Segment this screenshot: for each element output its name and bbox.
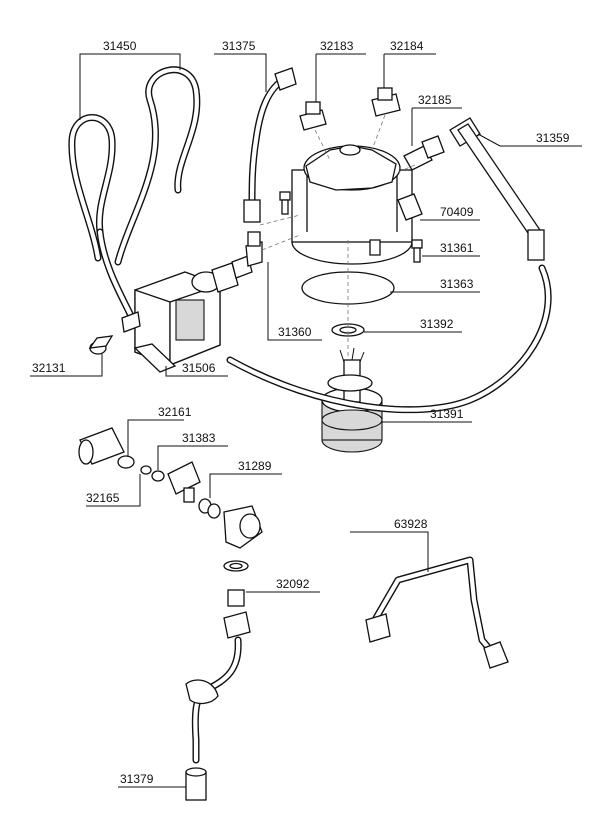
steam-pipe: [185, 611, 251, 764]
svg-text:32165: 32165: [86, 491, 120, 505]
label-31289: 31289: [209, 459, 282, 498]
label-32165: 32165: [86, 474, 141, 507]
label-32131: 32131: [30, 354, 103, 377]
svg-text:31289: 31289: [238, 459, 272, 473]
label-32183: 32183: [315, 39, 366, 102]
label-32161: 32161: [127, 405, 192, 456]
elbow-fitting-pump-outlet: [231, 241, 263, 279]
svg-text:31450: 31450: [103, 39, 137, 53]
svg-text:31375: 31375: [222, 39, 256, 53]
label-63928: 63928: [350, 517, 429, 572]
svg-text:31359: 31359: [536, 131, 570, 145]
svg-text:31392: 31392: [420, 317, 454, 331]
label-31392: 31392: [364, 317, 462, 333]
svg-text:63928: 63928: [394, 517, 428, 531]
label-31361: 31361: [422, 241, 480, 257]
boiler-screw-left: [279, 191, 291, 215]
svg-text:32183: 32183: [320, 39, 354, 53]
label-31391: 31391: [382, 407, 472, 423]
label-31506: 31506: [165, 361, 228, 377]
svg-text:32184: 32184: [390, 39, 424, 53]
svg-text:31383: 31383: [182, 431, 216, 445]
label-31379: 31379: [118, 772, 186, 788]
nut-washer: [223, 560, 249, 572]
svg-text:32161: 32161: [158, 405, 192, 419]
part-32131-inlet-cap: [88, 335, 114, 355]
valve-fitting: [167, 461, 201, 503]
svg-text:31379: 31379: [120, 772, 154, 786]
part-31360-boiler: [291, 144, 413, 265]
label-31363: 31363: [390, 277, 480, 293]
part-63928-pipe: [365, 556, 509, 669]
part-32165-oring: [117, 455, 135, 469]
svg-text:32131: 32131: [32, 361, 66, 375]
svg-text:31363: 31363: [440, 277, 474, 291]
part-31375-pressure-hose: [243, 67, 297, 247]
small-spring: [140, 465, 152, 475]
part-31450-silicone-hose: [68, 66, 201, 322]
svg-text:32092: 32092: [276, 577, 310, 591]
label-31450: 31450: [79, 39, 181, 120]
part-70409-fitting: [397, 193, 423, 221]
part-32092-nipple: [227, 589, 245, 607]
part-31379-sleeve: [185, 767, 207, 801]
part-32185-adapter: [403, 135, 445, 171]
svg-text:32185: 32185: [418, 93, 452, 107]
label-70409: 70409: [420, 205, 480, 221]
label-32184: 32184: [383, 39, 436, 88]
elbow-connector: [223, 505, 263, 549]
assembly-guide-lines: [259, 114, 416, 356]
part-32183-thermostat: [299, 101, 327, 131]
label-31359: 31359: [477, 131, 582, 147]
part-31359-tube-assembly: [226, 117, 552, 414]
label-31360: 31360: [267, 262, 322, 341]
svg-text:31361: 31361: [440, 241, 474, 255]
part-32161-inlet-connector: [78, 427, 125, 465]
label-32185: 32185: [411, 93, 462, 146]
svg-text:31360: 31360: [278, 325, 312, 339]
label-31383: 31383: [157, 431, 228, 470]
svg-text:70409: 70409: [440, 205, 474, 219]
part-31383-washer: [151, 470, 165, 482]
part-31506-vibration-pump: [121, 262, 239, 373]
svg-text:31391: 31391: [430, 407, 464, 421]
label-32092: 32092: [246, 577, 320, 593]
svg-text:31506: 31506: [182, 361, 216, 375]
part-32184-thermostat: [371, 87, 401, 117]
part-31361-screw: [411, 239, 423, 263]
part-31289-oring-pair: [198, 498, 221, 519]
label-31375: 31375: [214, 39, 267, 92]
